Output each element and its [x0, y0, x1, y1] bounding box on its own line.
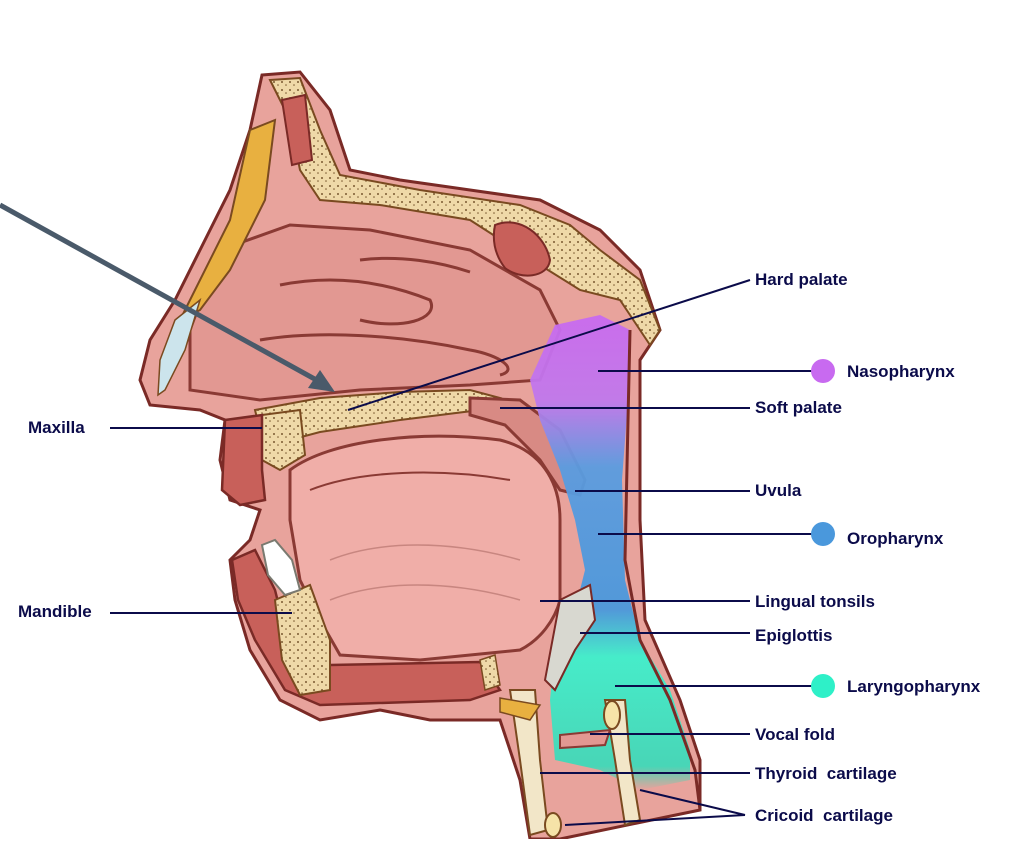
label-soft-palate: Soft palate — [755, 398, 842, 418]
label-laryngopharynx: Laryngopharynx — [847, 677, 980, 697]
label-oropharynx: Oropharynx — [847, 529, 943, 549]
label-hard-palate: Hard palate — [755, 270, 848, 290]
label-maxilla: Maxilla — [28, 418, 85, 438]
label-thyroid-cartilage: Thyroid cartilage — [755, 764, 897, 784]
label-vocal-fold: Vocal fold — [755, 725, 835, 745]
label-nasopharynx: Nasopharynx — [847, 362, 955, 382]
nasopharynx-dot — [811, 359, 835, 383]
label-epiglottis: Epiglottis — [755, 626, 832, 646]
label-mandible: Mandible — [18, 602, 92, 622]
tongue — [290, 436, 560, 660]
label-lingual-tonsils: Lingual tonsils — [755, 592, 875, 612]
label-cricoid-cartilage: Cricoid cartilage — [755, 806, 893, 826]
laryngopharynx-dot — [811, 674, 835, 698]
oropharynx-dot — [811, 522, 835, 546]
label-uvula: Uvula — [755, 481, 801, 501]
